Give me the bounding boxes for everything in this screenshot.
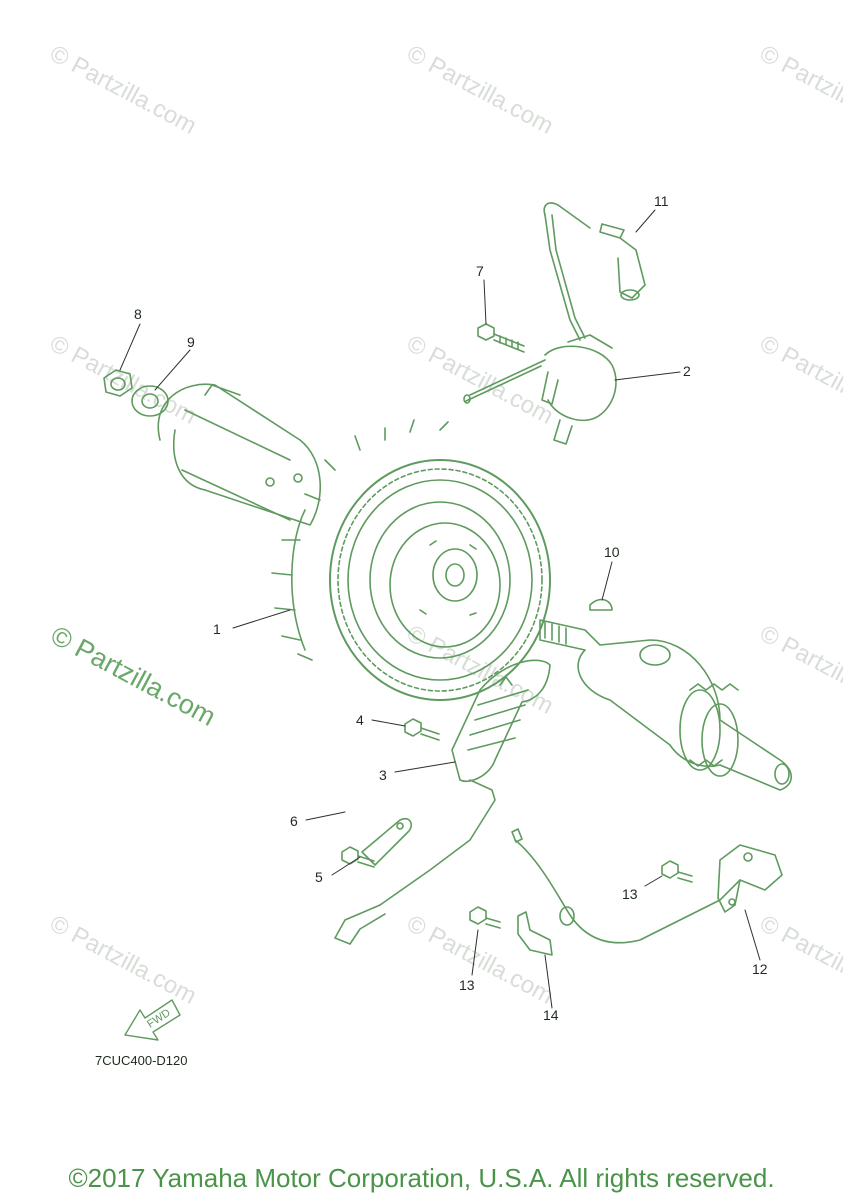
callout-5: 5 <box>315 869 323 885</box>
callout-10: 10 <box>604 544 620 560</box>
woodruff-key-part <box>589 598 613 611</box>
ignition-coil-part <box>463 202 617 445</box>
clamp-part <box>361 817 412 866</box>
callout-13: 13 <box>622 886 638 902</box>
callout-14: 14 <box>543 1007 559 1023</box>
spark-plug-cap-part <box>599 223 646 301</box>
screw-part <box>341 846 375 868</box>
leader-lines <box>119 209 761 1009</box>
bolt-part <box>469 906 501 929</box>
starter-cup-part <box>157 383 322 526</box>
sensor-lead-part <box>511 828 783 944</box>
callout-3: 3 <box>379 767 387 783</box>
callout-2: 2 <box>683 363 691 379</box>
callout-4: 4 <box>356 712 364 728</box>
flywheel-part <box>271 419 551 701</box>
bolt-part <box>477 323 525 353</box>
bracket-part <box>517 911 553 956</box>
fwd-arrow-icon: FWD <box>124 999 181 1041</box>
copyright-notice: ©2017 Yamaha Motor Corporation, U.S.A. A… <box>68 1163 775 1193</box>
pulser-coil-part <box>334 659 551 945</box>
fwd-label: FWD <box>145 1007 173 1031</box>
callout-9: 9 <box>187 334 195 350</box>
callout-6: 6 <box>290 813 298 829</box>
callout-13: 13 <box>459 977 475 993</box>
callout-1: 1 <box>213 621 221 637</box>
callout-12: 12 <box>752 961 768 977</box>
bolt-part <box>661 860 693 883</box>
crankshaft-part <box>539 619 793 791</box>
callout-8: 8 <box>134 306 142 322</box>
callout-11: 11 <box>654 193 669 209</box>
callout-7: 7 <box>476 263 484 279</box>
diagram-code: 7CUC400-D120 <box>95 1053 188 1068</box>
nut-part <box>103 369 133 397</box>
washer-part <box>131 385 169 417</box>
screw-part <box>404 718 440 741</box>
